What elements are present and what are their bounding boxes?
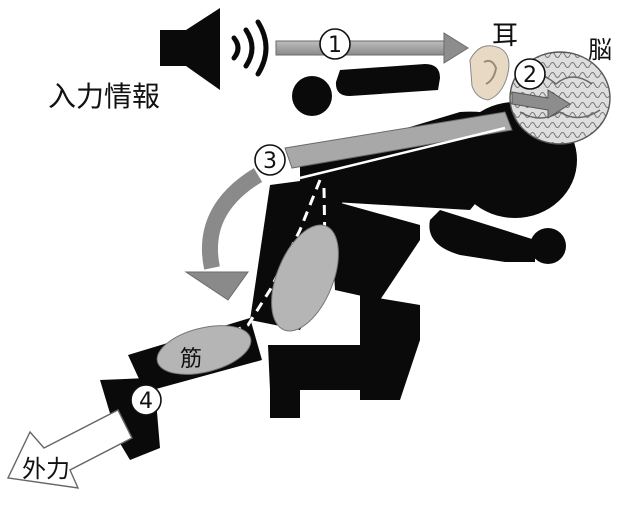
step-2-marker: 2 (514, 58, 546, 90)
step-1-number: 1 (328, 33, 342, 58)
thigh-muscle (271, 224, 339, 332)
external-force-label: 外力 (22, 455, 70, 483)
muscle-label: 筋 (180, 347, 202, 372)
step-1-marker: 1 (319, 28, 351, 60)
step-4-marker: 4 (130, 384, 162, 416)
shin-muscle (156, 325, 252, 375)
step-2-number: 2 (523, 63, 537, 88)
brain-label: 脳 (588, 36, 612, 64)
step-3-number: 3 (263, 149, 277, 174)
arrow-step-1 (275, 32, 469, 64)
sound-waves-icon (231, 19, 269, 77)
step-3-marker: 3 (254, 144, 286, 176)
external-force-arrow (6, 409, 133, 489)
ear-label: 耳 (492, 21, 518, 51)
arrow-step-3-curve (184, 168, 263, 301)
ear-icon (469, 45, 510, 101)
speaker-icon (160, 8, 220, 90)
input-info-label: 入力情報 (48, 80, 160, 113)
arrow-step-3-shaft (284, 111, 513, 180)
arrow-step-2 (511, 89, 571, 119)
step-4-number: 4 (139, 389, 153, 414)
